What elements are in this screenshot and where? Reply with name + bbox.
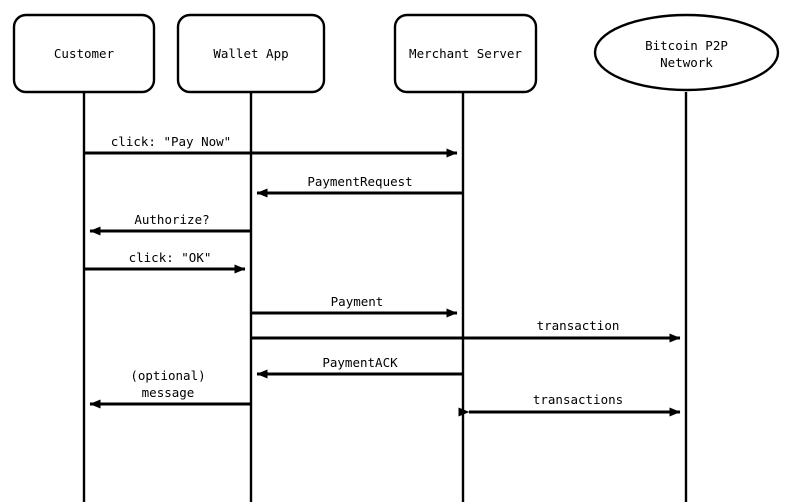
participant-shape-box xyxy=(12,13,156,94)
participant-label-line1: Bitcoin P2P xyxy=(645,38,728,53)
participant-bitcoin-p2p-network[interactable]: Bitcoin P2P Network xyxy=(593,13,780,92)
participant-merchant-server[interactable]: Merchant Server xyxy=(393,13,538,94)
participant-customer[interactable]: Customer xyxy=(12,13,156,94)
message-optional-message[interactable]: (optional) message xyxy=(89,368,251,409)
message-label: Authorize? xyxy=(134,212,209,227)
message-label: transactions xyxy=(533,392,623,407)
message-label: click: "Pay Now" xyxy=(111,134,231,149)
messages-group: click: "Pay Now" PaymentRequestAuthorize?… xyxy=(84,134,681,417)
message-label-line2: message xyxy=(142,385,195,400)
message-label: PaymentRequest xyxy=(307,174,412,189)
message-payment-request[interactable]: PaymentRequest xyxy=(256,174,463,198)
participant-label: Wallet App xyxy=(213,46,288,61)
message-label: PaymentACK xyxy=(322,355,398,370)
message-label-line1: (optional) xyxy=(130,368,205,383)
lifelines-group xyxy=(82,92,688,502)
participant-wallet-app[interactable]: Wallet App xyxy=(176,13,326,94)
participant-label: Customer xyxy=(54,46,115,61)
participant-label-line2: Network xyxy=(660,55,713,70)
message-click-ok[interactable]: click: "OK" xyxy=(84,250,246,274)
message-label: Payment xyxy=(331,294,384,309)
message-label: click: "OK" xyxy=(129,250,212,265)
participant-shape-ellipse xyxy=(593,13,780,92)
message-click-pay-now[interactable]: click: "Pay Now" xyxy=(84,134,458,158)
message-authorize[interactable]: Authorize? xyxy=(89,212,251,236)
message-payment-ack[interactable]: PaymentACK xyxy=(256,355,463,379)
message-label: transaction xyxy=(537,318,620,333)
participant-shape-box xyxy=(393,13,538,94)
message-transaction[interactable]: transaction xyxy=(251,318,681,343)
message-payment[interactable]: Payment xyxy=(251,294,458,318)
participant-shape-box xyxy=(176,13,326,94)
participant-label: Merchant Server xyxy=(409,46,522,61)
participants-group: Customer Wallet App Merchant Server Bitcoin… xyxy=(12,13,780,94)
message-transactions[interactable]: transactions xyxy=(458,392,681,417)
